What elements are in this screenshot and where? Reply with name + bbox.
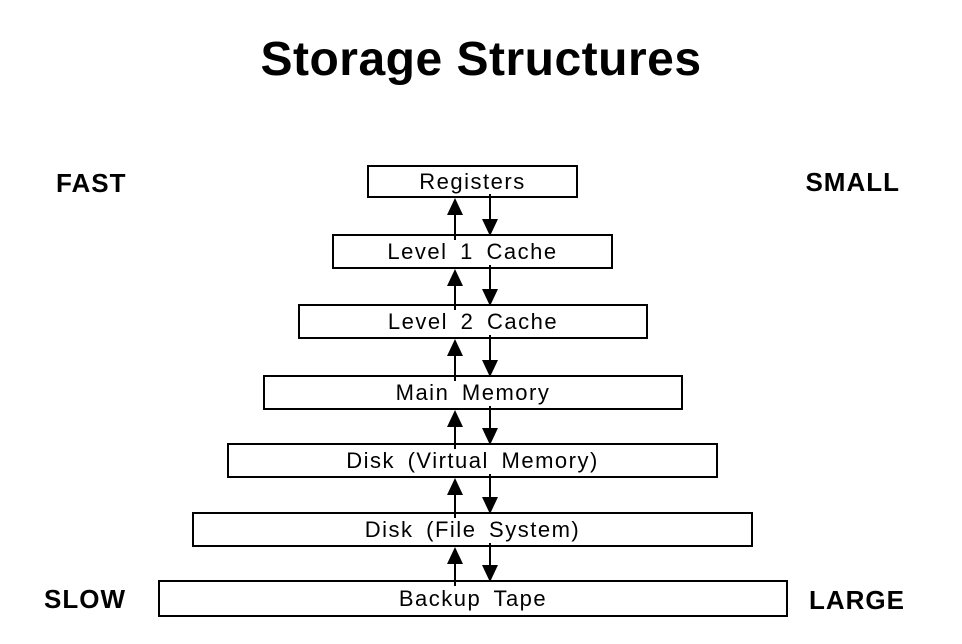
box-level-2-cache-label: Level 2 Cache	[387, 308, 559, 334]
down-arrow-icon	[482, 543, 498, 582]
up-arrowhead	[447, 198, 463, 215]
up-arrow-icon	[447, 198, 463, 240]
box-disk-virtual-memory-label: Disk (Virtual Memory)	[346, 447, 599, 473]
diagram-title: Storage Structures	[260, 33, 702, 86]
box-level-1-cache-label: Level 1 Cache	[387, 238, 558, 264]
down-arrow-icon	[482, 474, 498, 514]
down-arrowhead	[482, 497, 498, 514]
arrow-shaft	[489, 335, 491, 360]
down-arrow-icon	[482, 265, 498, 306]
box-level-1-cache: Level 1 Cache	[332, 234, 613, 269]
box-level-2-cache: Level 2 Cache	[298, 304, 648, 339]
up-arrowhead	[447, 547, 463, 564]
box-registers-label: Registers	[419, 168, 526, 194]
corner-label-slow: SLOW	[44, 584, 126, 614]
down-arrow-icon	[482, 335, 498, 377]
box-main-memory: Main Memory	[263, 375, 683, 410]
down-arrowhead	[482, 219, 498, 236]
up-arrow-icon	[447, 410, 463, 449]
up-arrow-icon	[447, 269, 463, 310]
up-arrow-icon	[447, 547, 463, 586]
up-arrow-icon	[447, 339, 463, 381]
arrow-shaft	[454, 286, 456, 310]
up-arrowhead	[447, 410, 463, 427]
box-main-memory-label: Main Memory	[395, 379, 551, 405]
arrow-shaft	[454, 356, 456, 381]
arrow-shaft	[454, 495, 456, 518]
arrow-shaft	[454, 564, 456, 586]
down-arrowhead	[482, 428, 498, 445]
box-backup-tape: Backup Tape	[158, 580, 788, 617]
arrow-shaft	[454, 215, 456, 240]
corner-label-small: SMALL	[805, 167, 900, 197]
box-disk-file-system: Disk (File System)	[192, 512, 753, 547]
arrow-shaft	[454, 427, 456, 449]
arrow-shaft	[489, 194, 491, 219]
box-registers: Registers	[367, 165, 578, 198]
corner-label-fast: FAST	[56, 168, 127, 198]
box-backup-tape-label: Backup Tape	[398, 585, 548, 611]
box-disk-file-system-label: Disk (File System)	[364, 516, 581, 542]
down-arrowhead	[482, 360, 498, 377]
up-arrowhead	[447, 478, 463, 495]
arrow-shaft	[489, 543, 491, 565]
corner-label-large: LARGE	[809, 585, 905, 615]
up-arrow-icon	[447, 478, 463, 518]
arrow-shaft	[489, 406, 491, 428]
up-arrowhead	[447, 339, 463, 356]
up-arrowhead	[447, 269, 463, 286]
down-arrowhead	[482, 289, 498, 306]
down-arrow-icon	[482, 194, 498, 236]
arrow-shaft	[489, 265, 491, 289]
arrow-shaft	[489, 474, 491, 497]
down-arrowhead	[482, 565, 498, 582]
down-arrow-icon	[482, 406, 498, 445]
box-disk-virtual-memory: Disk (Virtual Memory)	[227, 443, 718, 478]
